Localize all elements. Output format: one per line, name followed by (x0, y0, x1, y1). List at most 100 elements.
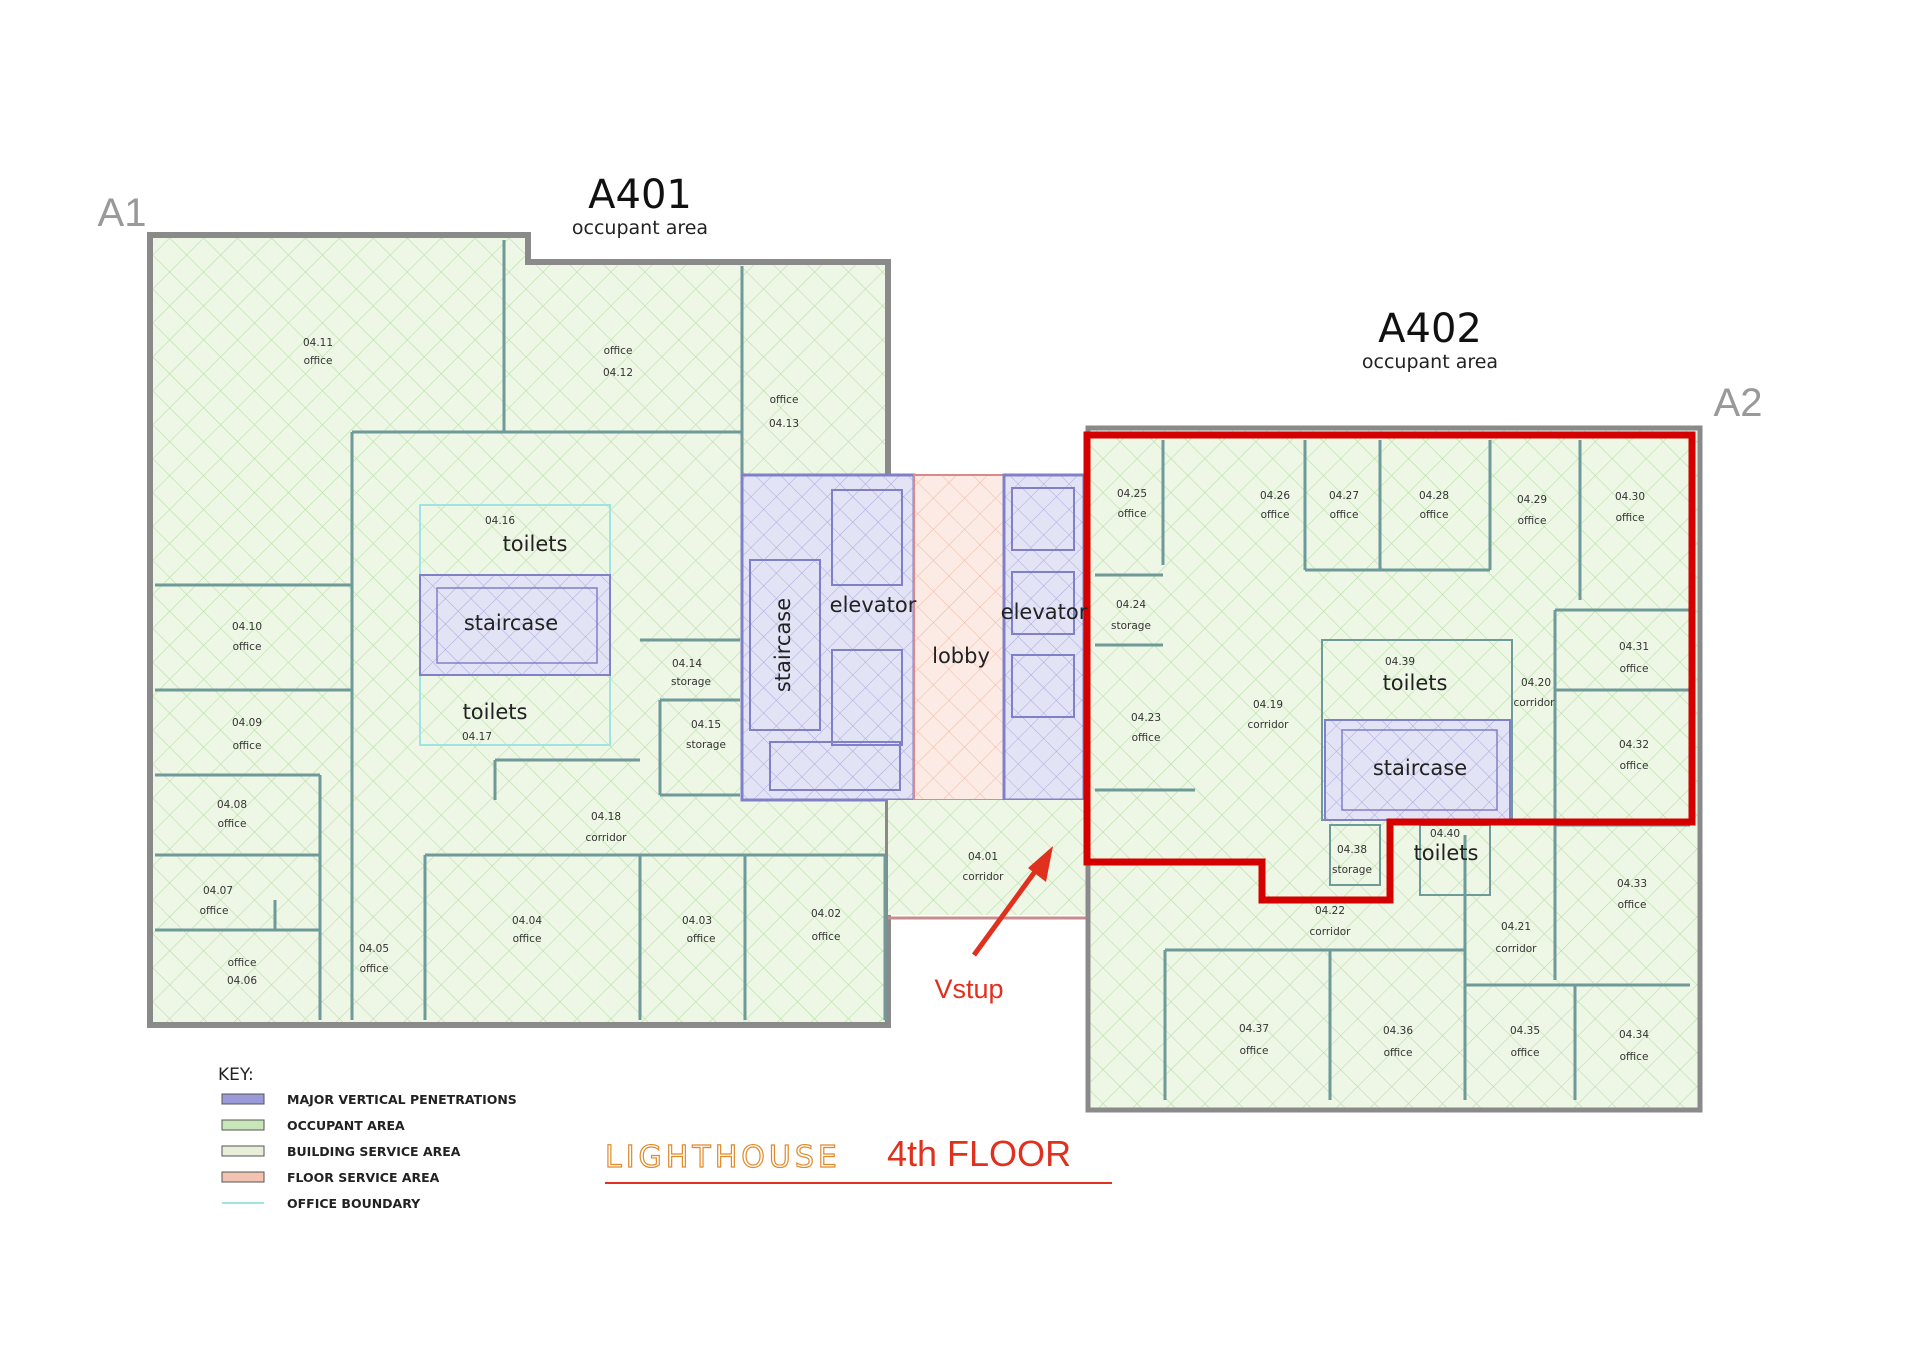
room-0437: 04.37 office (1239, 1023, 1269, 1057)
svg-text:04.14: 04.14 (672, 658, 702, 670)
svg-text:04.38: 04.38 (1337, 844, 1367, 856)
core-right (1002, 473, 1086, 802)
entrance-arrow (971, 846, 1053, 957)
svg-text:corridor: corridor (1310, 926, 1352, 938)
room-0401: 04.01 corridor (963, 851, 1005, 883)
svg-text:OFFICE BOUNDARY: OFFICE BOUNDARY (287, 1196, 421, 1211)
room-0418: 04.18 corridor (586, 811, 628, 844)
elevator-left-label: elevator (830, 593, 917, 617)
svg-text:office: office (604, 345, 633, 357)
svg-text:04.36: 04.36 (1383, 1025, 1413, 1037)
svg-text:office: office (1620, 663, 1649, 675)
room-0428: 04.28 office (1419, 490, 1449, 521)
zone-a401-title: A401 (588, 172, 692, 218)
svg-text:toilets: toilets (1383, 671, 1448, 695)
svg-text:04.25: 04.25 (1117, 488, 1147, 500)
svg-text:office: office (513, 933, 542, 945)
svg-text:toilets: toilets (503, 532, 568, 556)
legend-swatch (221, 1093, 265, 1105)
room-0405: 04.05 office (359, 943, 389, 975)
room-0435: 04.35 office (1510, 1025, 1540, 1059)
staircase-a401-label: staircase (464, 611, 558, 635)
room-0429: 04.29 office (1517, 494, 1547, 527)
svg-text:04.33: 04.33 (1617, 878, 1647, 890)
legend-swatch (221, 1119, 265, 1131)
svg-text:04.40: 04.40 (1430, 828, 1460, 840)
room-0406: office 04.06 (227, 957, 257, 987)
staircase-core-label: staircase (771, 598, 795, 692)
elevator-right-label: elevator (1001, 600, 1088, 624)
room-0436: 04.36 office (1383, 1025, 1413, 1059)
svg-text:office: office (1118, 508, 1147, 520)
svg-text:04.26: 04.26 (1260, 490, 1290, 502)
room-0432: 04.32 office (1619, 739, 1649, 772)
svg-text:OCCUPANT AREA: OCCUPANT AREA (287, 1118, 405, 1133)
room-0427: 04.27 office (1329, 490, 1359, 521)
svg-text:FLOOR SERVICE AREA: FLOOR SERVICE AREA (287, 1170, 440, 1185)
room-0434: 04.34 office (1619, 1029, 1649, 1063)
room-0440: 04.40 toilets (1414, 828, 1479, 865)
room-0415: 04.15 storage (686, 719, 726, 751)
svg-text:04.05: 04.05 (359, 943, 389, 955)
room-0419: 04.19 corridor (1248, 699, 1290, 731)
svg-text:office: office (687, 933, 716, 945)
room-0420: 04.20 corridor (1514, 677, 1556, 709)
room-0410: 04.10 office (232, 621, 262, 653)
svg-text:04.12: 04.12 (603, 367, 633, 379)
svg-text:office: office (228, 957, 257, 969)
brand-name: LIGHTHOUSE (605, 1140, 841, 1175)
svg-text:corridor: corridor (1248, 719, 1290, 731)
svg-text:04.01: 04.01 (968, 851, 998, 863)
svg-text:office: office (770, 394, 799, 406)
svg-text:corridor: corridor (1514, 697, 1556, 709)
svg-text:office: office (233, 740, 262, 752)
svg-text:04.35: 04.35 (1510, 1025, 1540, 1037)
svg-text:04.29: 04.29 (1517, 494, 1547, 506)
svg-text:office: office (360, 963, 389, 975)
svg-text:storage: storage (686, 739, 726, 751)
room-0439: 04.39 toilets (1383, 656, 1448, 695)
svg-text:storage: storage (671, 676, 711, 688)
svg-text:04.11: 04.11 (303, 337, 333, 349)
svg-text:04.30: 04.30 (1615, 491, 1645, 503)
room-0424: 04.24 storage (1111, 599, 1151, 632)
svg-text:toilets: toilets (1414, 841, 1479, 865)
svg-text:office: office (1330, 509, 1359, 521)
corridor-0401-area (888, 800, 1090, 920)
room-0433: 04.33 office (1617, 878, 1647, 911)
svg-text:04.15: 04.15 (691, 719, 721, 731)
svg-text:04.28: 04.28 (1419, 490, 1449, 502)
room-0407: 04.07 office (200, 885, 233, 917)
svg-text:office: office (1618, 899, 1647, 911)
room-0421: 04.21 corridor (1496, 921, 1538, 955)
svg-text:04.10: 04.10 (232, 621, 262, 633)
lobby-label: lobby (932, 644, 990, 668)
svg-text:04.37: 04.37 (1239, 1023, 1269, 1035)
room-0438: 04.38 storage (1332, 844, 1372, 876)
svg-text:04.18: 04.18 (591, 811, 621, 823)
svg-text:office: office (1518, 515, 1547, 527)
svg-text:office: office (218, 818, 247, 830)
room-0404: 04.04 office (512, 915, 542, 945)
floor-title: 4th FLOOR (887, 1133, 1071, 1174)
legend-swatch (221, 1171, 265, 1183)
room-0431: 04.31 office (1619, 641, 1649, 675)
svg-text:corridor: corridor (1496, 943, 1538, 955)
lobby-area (913, 474, 1005, 801)
svg-text:04.09: 04.09 (232, 717, 262, 729)
svg-text:04.24: 04.24 (1116, 599, 1146, 611)
room-0402: 04.02 office (811, 908, 841, 943)
svg-text:MAJOR VERTICAL PENETRATIONS: MAJOR VERTICAL PENETRATIONS (287, 1092, 517, 1107)
svg-text:04.07: 04.07 (203, 885, 233, 897)
room-0414: 04.14 storage (671, 658, 711, 688)
room-0425: 04.25 office (1117, 488, 1147, 520)
room-0412: office 04.12 (603, 345, 633, 379)
svg-text:04.27: 04.27 (1329, 490, 1359, 502)
svg-text:office: office (1261, 509, 1290, 521)
room-0413: office 04.13 (769, 394, 799, 430)
room-0423: 04.23 office (1131, 712, 1161, 744)
svg-text:BUILDING SERVICE AREA: BUILDING SERVICE AREA (287, 1144, 461, 1159)
svg-text:04.31: 04.31 (1619, 641, 1649, 653)
svg-text:04.08: 04.08 (217, 799, 247, 811)
svg-text:04.34: 04.34 (1619, 1029, 1649, 1041)
